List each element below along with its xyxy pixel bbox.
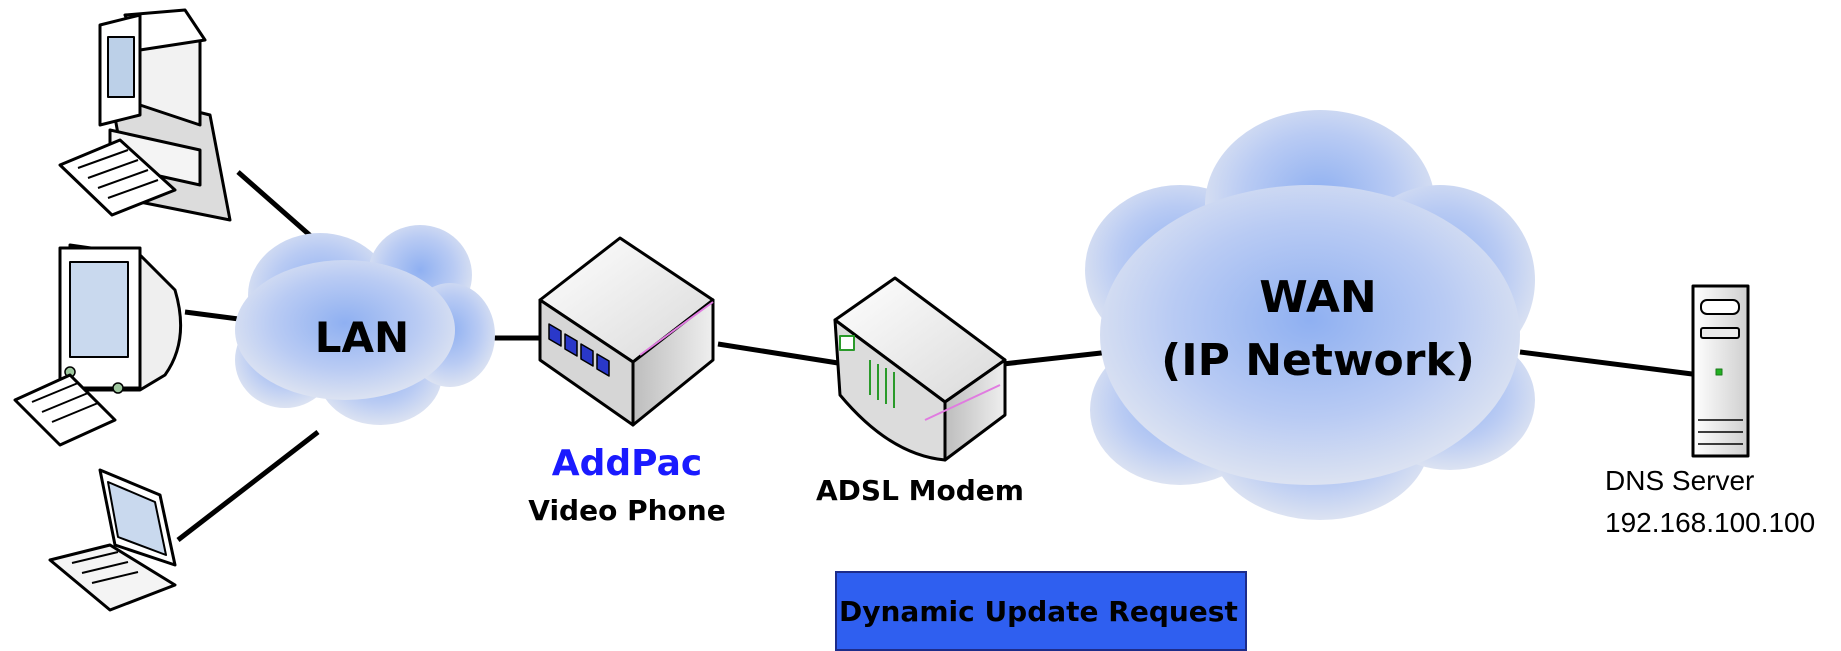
video-phone-icon [538, 236, 715, 427]
dns-server-ip: 192.168.100.100 [1605, 507, 1815, 538]
dns-server-name: DNS Server [1605, 465, 1754, 496]
modem-label: ADSL Modem [816, 474, 1024, 507]
wan-label-line1: WAN [1259, 272, 1376, 323]
link-modem-wan [1002, 349, 1111, 367]
lan-cloud [235, 225, 495, 425]
video-phone-label: Video Phone [528, 494, 725, 527]
dynamic-update-request-box: Dynamic Update Request [835, 571, 1247, 651]
monitor-pc-icon [13, 243, 183, 447]
wan-cloud [1085, 110, 1535, 520]
link-wan-dns [1519, 349, 1701, 378]
link-laptop-lan [176, 430, 320, 542]
dynamic-update-request-label: Dynamic Update Request [839, 595, 1238, 628]
wan-label-line2: (IP Network) [1161, 335, 1475, 386]
adsl-modem-icon [833, 276, 1007, 462]
lan-label: LAN [315, 313, 409, 362]
laptop-icon [48, 468, 177, 612]
link-videophone-modem [717, 341, 839, 366]
desktop-pc-icon [58, 8, 232, 222]
dns-server-icon [1691, 284, 1750, 458]
video-phone-brand: AddPac [552, 443, 702, 484]
